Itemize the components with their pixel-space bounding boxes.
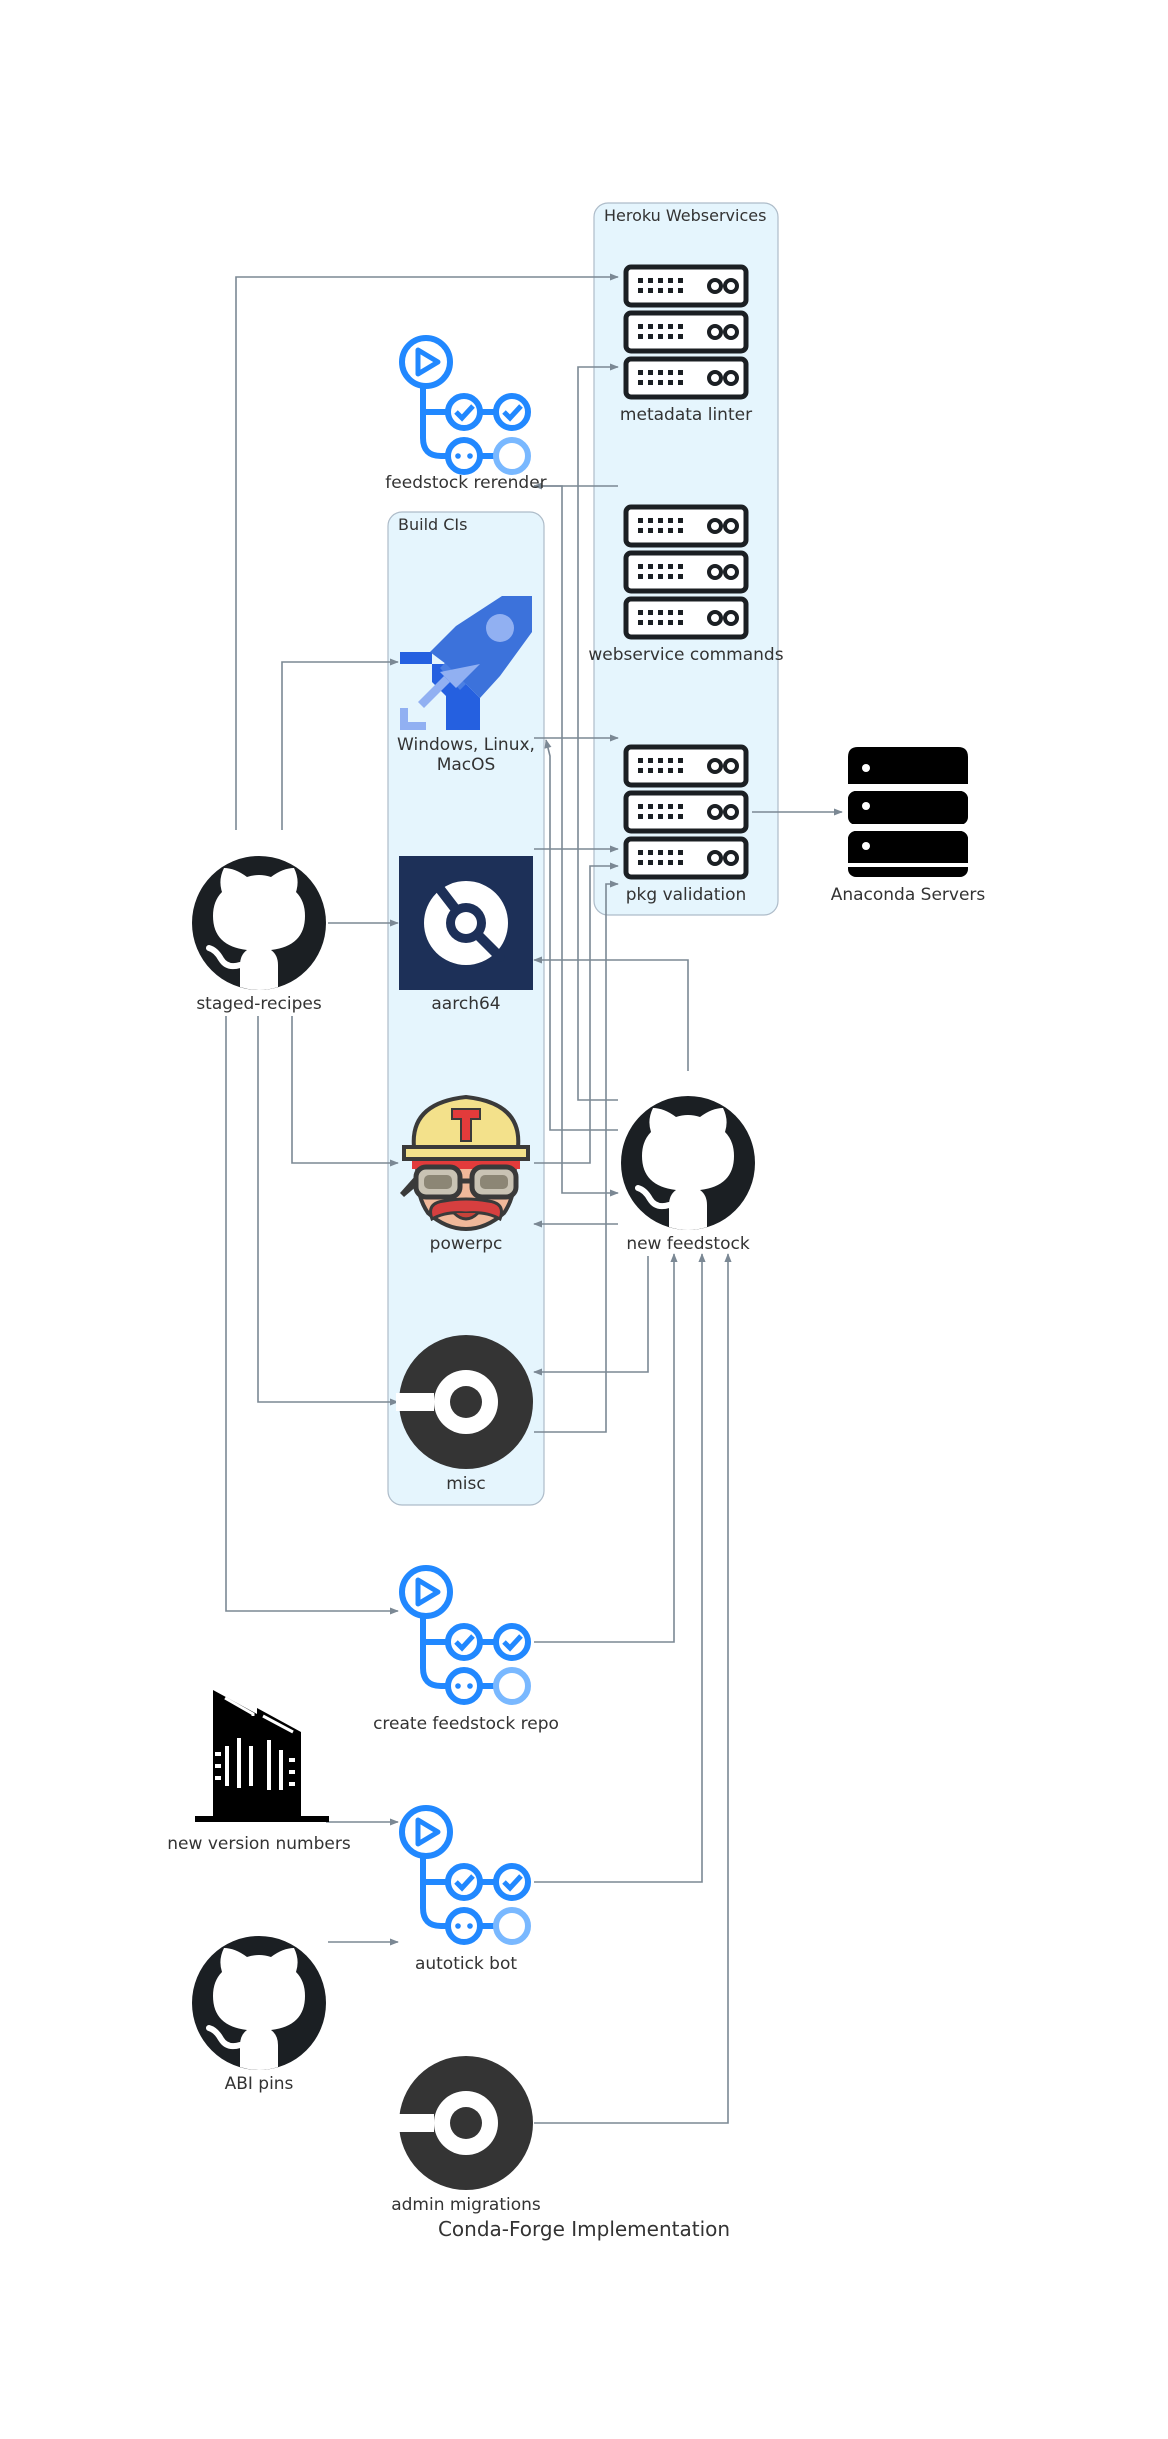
feedstock-rerender-label: feedstock rerender xyxy=(385,473,546,493)
anaconda-servers-node[interactable]: Anaconda Servers xyxy=(831,747,986,905)
metadata-linter-label: metadata linter xyxy=(620,405,752,425)
github-actions-icon xyxy=(402,338,528,472)
edge-staged-recipes-to-metadata-linter xyxy=(235,273,619,830)
server-rack-icon xyxy=(626,747,746,877)
new-feedstock-node[interactable]: new feedstock xyxy=(621,1096,755,1254)
pkg-validation-label: pkg validation xyxy=(626,885,747,905)
factory-icon xyxy=(193,1688,331,1824)
abi-pins-label: ABI pins xyxy=(225,2074,294,2094)
edge-new-feedstock-to-misc xyxy=(533,1256,649,1376)
diagram-title: Conda-Forge Implementation xyxy=(438,2217,730,2241)
powerpc-node[interactable]: powerpc xyxy=(400,1097,528,1254)
admin-migrations-node[interactable]: admin migrations xyxy=(391,2056,541,2215)
edge-metadata-linter-to-new-feedstock xyxy=(577,363,619,1101)
github-actions-icon xyxy=(402,1568,528,1702)
aarch64-node[interactable]: aarch64 xyxy=(399,856,533,1014)
feedstock-rerender-node[interactable]: feedstock rerender xyxy=(385,338,547,493)
edge-admin-migrations-to-new-feedstock xyxy=(534,1253,732,2124)
pkg-validation-node[interactable]: pkg validation xyxy=(626,747,747,905)
database-server-icon xyxy=(848,747,968,877)
heroku-webservices-label: Heroku Webservices xyxy=(604,206,766,225)
webservice-commands-label: webservice commands xyxy=(588,645,783,665)
github-icon xyxy=(192,1936,326,2070)
edge-autotick-bot-to-new-feedstock xyxy=(534,1253,706,1883)
new-version-numbers-label: new version numbers xyxy=(167,1834,351,1854)
edge-misc-to-pkg-validation xyxy=(534,880,619,1433)
abi-pins-node[interactable]: ABI pins xyxy=(192,1936,326,2094)
edges xyxy=(225,273,843,2124)
edge-staged-recipes-to-windows xyxy=(281,658,399,830)
build-cis-label: Build CIs xyxy=(398,515,467,534)
drone-ci-icon xyxy=(399,856,533,990)
anaconda-servers-label: Anaconda Servers xyxy=(831,885,986,905)
github-actions-icon xyxy=(402,1808,528,1942)
autotick-bot-node[interactable]: autotick bot xyxy=(402,1808,528,1974)
metadata-linter-node[interactable]: metadata linter xyxy=(620,267,752,425)
staged-recipes-label: staged-recipes xyxy=(196,994,322,1014)
admin-migrations-label: admin migrations xyxy=(391,2195,541,2215)
misc-label: misc xyxy=(446,1474,486,1494)
webservice-commands-node[interactable]: webservice commands xyxy=(588,507,784,665)
aarch64-label: aarch64 xyxy=(431,994,500,1014)
new-feedstock-label: new feedstock xyxy=(626,1234,750,1254)
staged-recipes-node[interactable]: staged-recipes xyxy=(192,856,326,1014)
edge-staged-recipes-to-misc xyxy=(257,1016,399,1406)
edge-new-feedstock-to-aarch64 xyxy=(533,956,689,1071)
server-rack-icon xyxy=(626,267,746,397)
github-icon xyxy=(621,1096,755,1230)
autotick-bot-label: autotick bot xyxy=(415,1954,517,1974)
new-version-numbers-node[interactable]: new version numbers xyxy=(167,1688,351,1854)
circleci-icon xyxy=(396,2056,533,2190)
edge-staged-recipes-to-powerpc xyxy=(291,1016,399,1167)
server-rack-icon xyxy=(626,507,746,637)
edge-create-feedstock-repo-to-new-feedstock xyxy=(534,1253,678,1643)
github-icon xyxy=(192,856,326,990)
edge-new-feedstock-to-windows xyxy=(544,739,618,1131)
windows-linux-macos-node[interactable]: Windows, Linux, MacOS xyxy=(397,596,535,775)
misc-node[interactable]: misc xyxy=(396,1335,533,1494)
build-cis-cluster xyxy=(387,511,545,1506)
windows-linux-macos-label-line1: Windows, Linux, xyxy=(397,735,535,755)
edge-staged-recipes-to-create-feedstock-repo xyxy=(225,1016,399,1615)
windows-linux-macos-label-line2: MacOS xyxy=(437,755,496,775)
create-feedstock-repo-label: create feedstock repo xyxy=(373,1714,559,1734)
powerpc-label: powerpc xyxy=(430,1234,503,1254)
create-feedstock-repo-node[interactable]: create feedstock repo xyxy=(373,1568,559,1734)
